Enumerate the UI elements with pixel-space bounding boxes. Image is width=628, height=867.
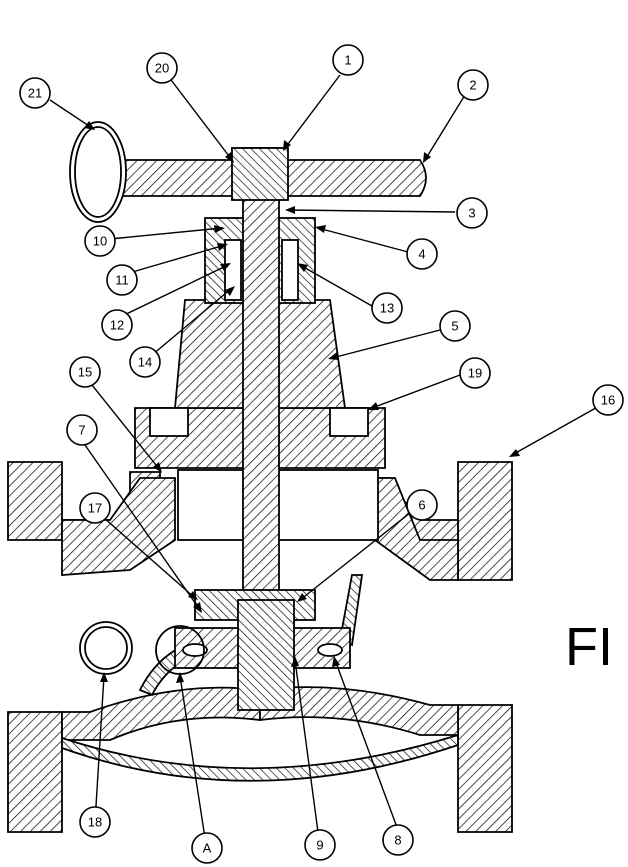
svg-text:11: 11 [115,273,129,288]
balloon-4: 4 [406,238,438,270]
balloon-8: 8 [382,824,414,856]
balloon-2: 2 [457,69,489,101]
balloon-15: 15 [69,356,101,388]
svg-text:9: 9 [316,838,323,853]
svg-text:6: 6 [418,498,425,513]
svg-text:15: 15 [78,365,92,380]
valve-body [7,461,513,833]
svg-text:3: 3 [468,206,475,221]
cut-off-label: FI [565,617,613,677]
svg-text:7: 7 [78,423,85,438]
name-plate [69,121,127,223]
svg-text:20: 20 [155,61,169,76]
balloon-16: 16 [592,384,624,416]
balloon-6: 6 [406,489,438,521]
svg-text:12: 12 [110,318,124,333]
svg-text:13: 13 [380,301,394,316]
balloon-7: 7 [66,414,98,446]
svg-text:5: 5 [451,319,458,334]
leader-lines [49,71,611,839]
balloon-a: A [191,832,223,864]
balloon-21: 21 [19,77,51,109]
balloon-5: 5 [439,310,471,342]
svg-text:2: 2 [469,78,476,93]
svg-text:A: A [203,841,212,856]
balloon-14: 14 [129,346,161,378]
balloon-20: 20 [146,52,178,84]
balloon-13: 13 [371,292,403,324]
svg-text:21: 21 [28,86,42,101]
svg-text:10: 10 [93,234,107,249]
handwheel [85,147,427,201]
balloon-11: 11 [106,264,138,296]
svg-text:19: 19 [468,366,482,381]
balloon-1: 1 [332,44,364,76]
svg-text:4: 4 [418,247,425,262]
svg-text:8: 8 [394,833,401,848]
balloon-9: 9 [304,829,336,861]
balloon-18: 18 [79,806,111,838]
svg-text:1: 1 [344,53,351,68]
valve-stem [242,147,280,639]
balloon-10: 10 [84,225,116,257]
balloon-3: 3 [456,197,488,229]
balloon-19: 19 [459,357,491,389]
svg-text:14: 14 [138,355,152,370]
svg-text:16: 16 [601,393,615,408]
plug [79,621,133,675]
balloon-12: 12 [101,309,133,341]
svg-text:17: 17 [88,501,102,516]
balloon-17: 17 [79,492,111,524]
svg-text:18: 18 [88,815,102,830]
